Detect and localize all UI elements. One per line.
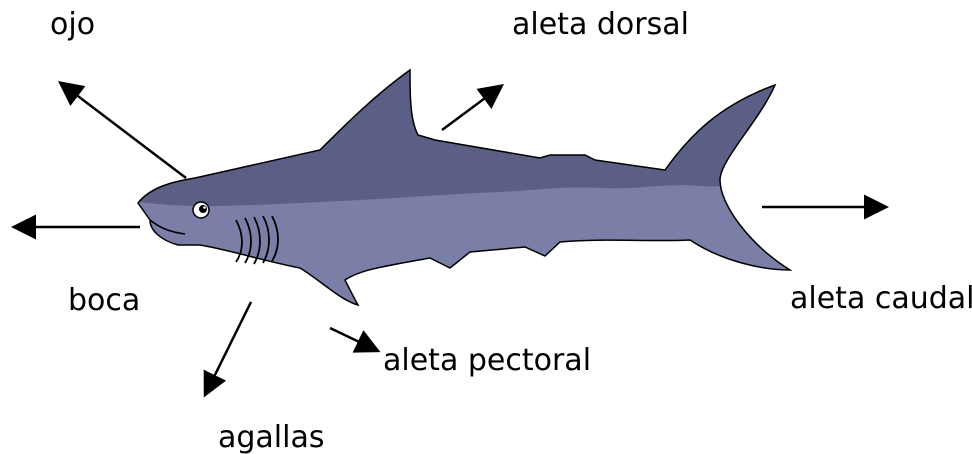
arrow-ojo (62, 84, 186, 178)
arrow-aleta-dorsal (442, 87, 500, 130)
label-aleta-pectoral: aleta pectoral (383, 346, 591, 376)
shark-body (120, 60, 800, 305)
label-ojo: ojo (50, 10, 95, 40)
label-aleta-dorsal: aleta dorsal (512, 10, 689, 40)
arrow-aleta-pectoral (330, 328, 376, 350)
arrow-agallas (206, 302, 251, 393)
label-boca: boca (68, 286, 140, 316)
label-aleta-caudal: aleta caudal (790, 284, 972, 314)
label-agallas: agallas (218, 423, 325, 453)
eye-icon (193, 202, 209, 218)
